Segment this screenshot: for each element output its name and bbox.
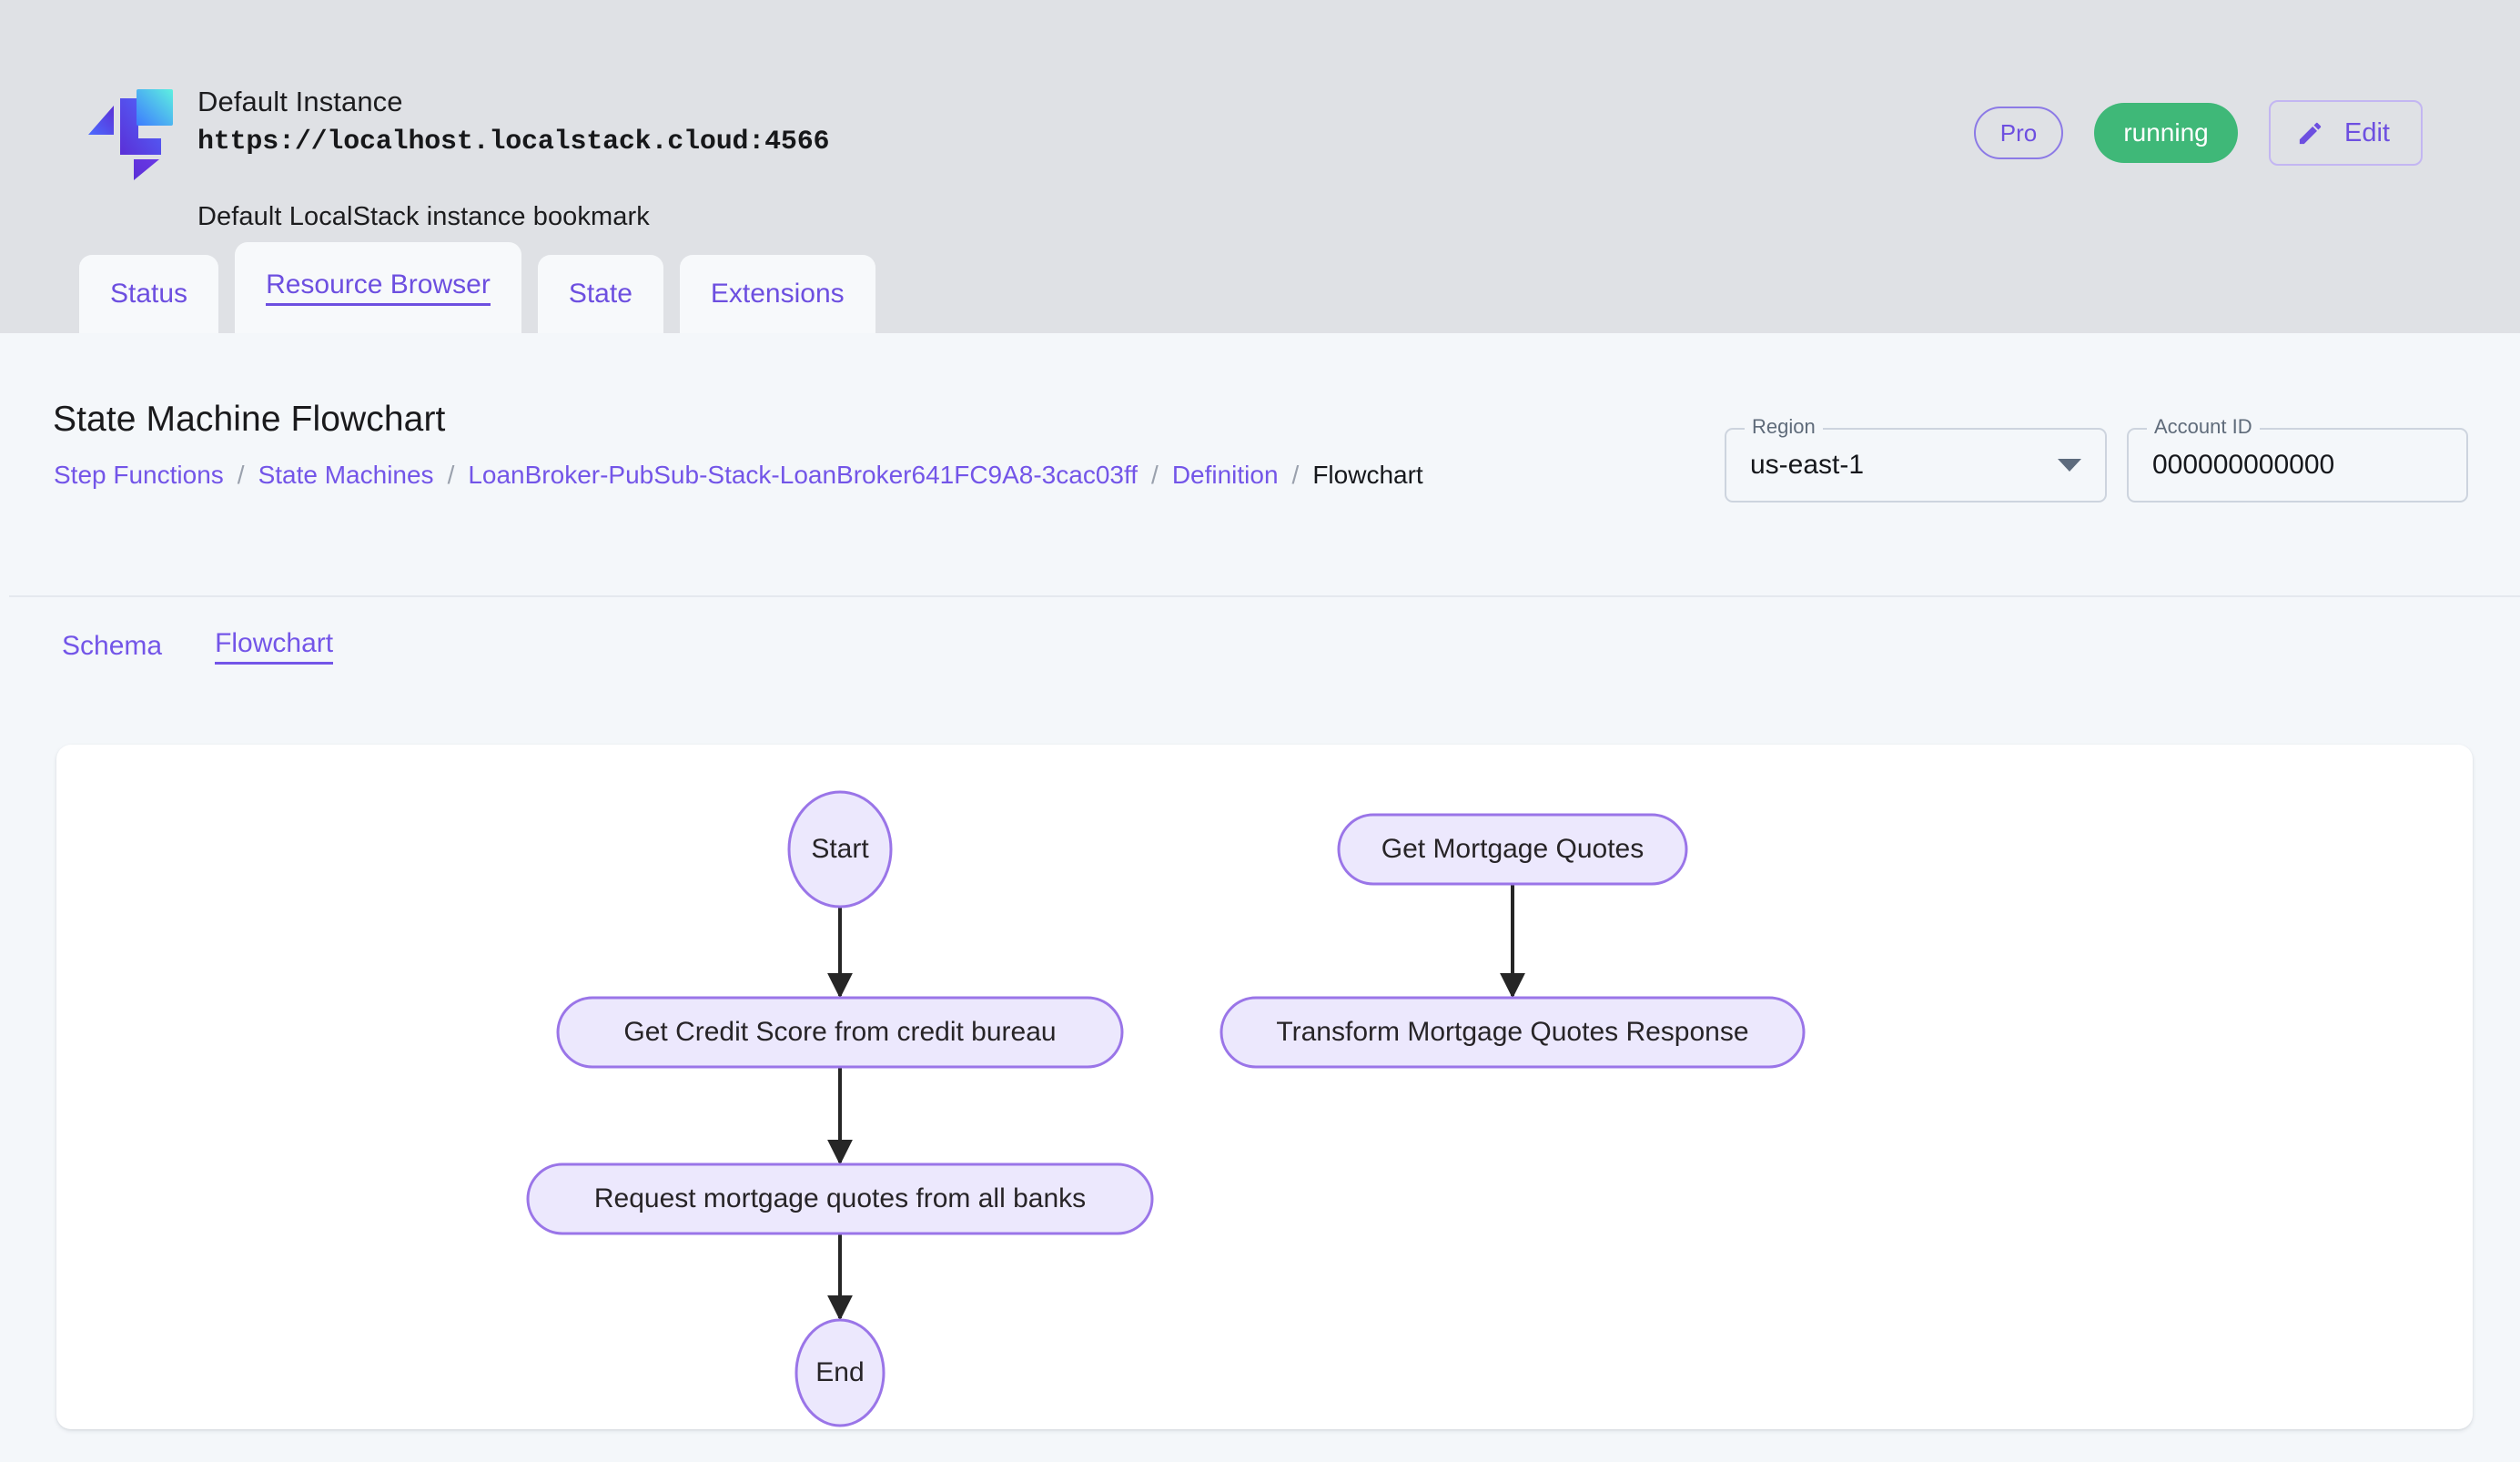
subtab-flowchart[interactable]: Flowchart [215, 628, 334, 665]
header-actions: Pro running Edit [1974, 100, 2423, 166]
breadcrumb-item-flowchart: Flowchart [1312, 461, 1423, 489]
breadcrumb-separator: / [1291, 461, 1300, 489]
flowchart-node-shape [787, 790, 893, 909]
page-header: State Machine Flowchart Step Functions /… [9, 333, 2520, 597]
flowchart-node[interactable]: Get Mortgage Quotes [1337, 813, 1688, 886]
instance-summary: Default Instance https://localhost.local… [86, 80, 830, 232]
primary-tabbar: Status Resource Browser State Extensions [0, 237, 2520, 333]
account-id-field[interactable]: Account ID 000000000000 [2127, 415, 2468, 503]
instance-url: https://localhost.localstack.cloud:4566 [197, 126, 830, 157]
subtab-schema[interactable]: Schema [62, 631, 163, 661]
flowchart-node[interactable]: Start [787, 790, 893, 909]
edit-button[interactable]: Edit [2269, 100, 2423, 166]
instance-header: Default Instance https://localhost.local… [0, 0, 2520, 333]
account-id-label: Account ID [2147, 415, 2260, 439]
breadcrumb-separator: / [447, 461, 455, 489]
breadcrumb-separator: / [237, 461, 245, 489]
instance-text-block: Default Instance https://localhost.local… [197, 80, 830, 232]
content-inner: State Machine Flowchart Step Functions /… [9, 333, 2520, 1462]
content-area: State Machine Flowchart Step Functions /… [0, 333, 2520, 1462]
tab-extensions[interactable]: Extensions [679, 255, 875, 333]
tab-resource-browser[interactable]: Resource Browser [235, 242, 521, 333]
pencil-icon [2296, 119, 2324, 147]
flowchart-node-shape [556, 996, 1124, 1069]
page-title: State Machine Flowchart [53, 400, 446, 439]
flowchart-node-shape [1337, 813, 1688, 886]
chevron-down-icon [2058, 459, 2081, 472]
breadcrumb-item-definition[interactable]: Definition [1171, 461, 1279, 489]
account-id-value: 000000000000 [2152, 450, 2335, 480]
tab-status-label: Status [110, 279, 188, 309]
tab-status[interactable]: Status [79, 255, 219, 333]
region-label: Region [1745, 415, 1823, 439]
breadcrumb-item-state-machine-name[interactable]: LoanBroker-PubSub-Stack-LoanBroker641FC9… [468, 461, 1139, 489]
flowchart-node-label: Transform Mortgage Quotes Response [1276, 1017, 1748, 1047]
flowchart-node-label: Get Credit Score from credit bureau [623, 1017, 1056, 1047]
status-badge[interactable]: running [2094, 103, 2239, 163]
edit-button-label: Edit [2344, 117, 2390, 147]
region-value: us-east-1 [1750, 450, 1865, 480]
flowchart-node[interactable]: Request mortgage quotes from all banks [526, 1162, 1154, 1235]
flowchart-node[interactable]: Transform Mortgage Quotes Response [1220, 996, 1806, 1069]
flowchart-node-label: Get Mortgage Quotes [1381, 834, 1645, 864]
instance-description: Default LocalStack instance bookmark [197, 201, 650, 231]
flowchart-node[interactable]: Get Credit Score from credit bureau [556, 996, 1124, 1069]
flowchart-node-shape [1220, 996, 1806, 1069]
flowchart-node-label: Request mortgage quotes from all banks [594, 1183, 1086, 1213]
breadcrumb-item-state-machines[interactable]: State Machines [258, 461, 434, 489]
secondary-tabbar: Schema Flowchart [9, 597, 2520, 695]
flowchart-node-label: End [815, 1357, 864, 1387]
flowchart-edges [827, 884, 1525, 1321]
breadcrumb: Step Functions / State Machines / LoanBr… [54, 461, 1423, 490]
breadcrumb-separator: / [1151, 461, 1159, 489]
tab-state[interactable]: State [537, 255, 663, 333]
tab-extensions-label: Extensions [710, 279, 845, 309]
flowchart-node-shape [526, 1162, 1154, 1235]
instance-name: Default Instance [197, 86, 403, 117]
breadcrumb-item-step-functions[interactable]: Step Functions [54, 461, 224, 489]
pro-badge[interactable]: Pro [1974, 107, 2064, 159]
region-select[interactable]: Region us-east-1 [1725, 415, 2107, 503]
flowchart-node-label: Start [811, 834, 869, 864]
tab-state-label: State [568, 279, 633, 309]
localstack-logo-icon [86, 82, 174, 180]
flowchart-node[interactable]: End [794, 1318, 886, 1427]
tab-resource-browser-label: Resource Browser [266, 269, 491, 306]
flowchart-node-shape [794, 1318, 886, 1427]
scope-selectors: Region us-east-1 Account ID 000000000000 [1725, 415, 2468, 503]
